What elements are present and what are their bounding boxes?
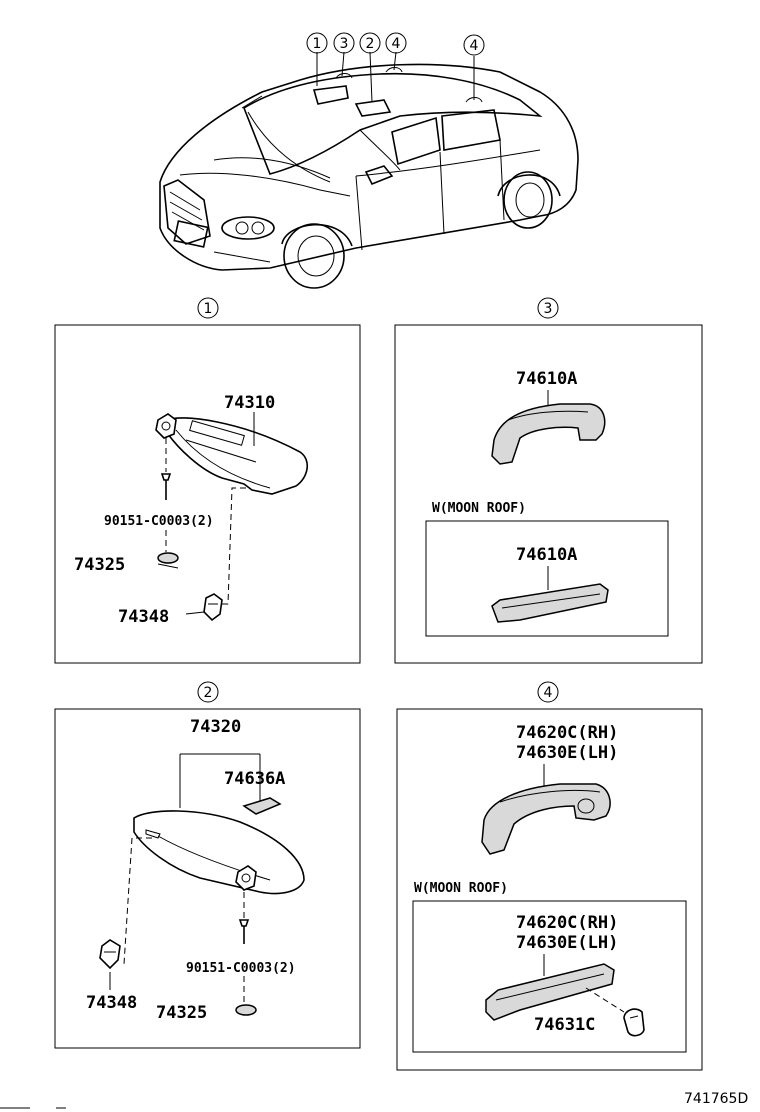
label-74325-p2: 74325 <box>156 1003 207 1023</box>
roof-visor-lh-mark <box>354 99 392 117</box>
panel-2-sun-visor-lh[interactable] <box>133 810 305 895</box>
label-74610a: 74610A <box>516 369 577 389</box>
callout-1[interactable]: 1 <box>306 32 328 54</box>
label-w-moon-roof-p4: W(MOON ROOF) <box>414 881 508 896</box>
panel-4-frame <box>396 708 703 1071</box>
label-74620c-rh: 74620C(RH) <box>516 723 618 743</box>
panel-1-visor-holder <box>203 593 223 622</box>
svg-text:2: 2 <box>366 36 375 52</box>
panel-1-screw <box>160 473 172 500</box>
panel-3-frame <box>394 324 703 664</box>
label-74320: 74320 <box>190 717 241 737</box>
panel-4-header: 4 <box>537 681 559 703</box>
svg-text:3: 3 <box>340 36 349 52</box>
callout-4b[interactable]: 4 <box>463 34 485 56</box>
label-74636a: 74636A <box>224 769 285 789</box>
panel-3-moon-roof-grip[interactable] <box>491 583 609 623</box>
panel-1-cover-line <box>157 563 179 569</box>
panel-4-moon-roof-frame <box>412 900 687 1053</box>
panel-3-assist-grip[interactable] <box>491 403 606 465</box>
panel-2-visor-holder <box>99 939 121 970</box>
callout-leaders <box>316 51 475 103</box>
svg-text:1: 1 <box>204 301 213 317</box>
sedan-illustration <box>159 63 579 289</box>
panel-1-visor-cover <box>157 552 179 564</box>
label-w-moon-roof-p3: W(MOON ROOF) <box>432 501 526 516</box>
label-74630e-lh: 74630E(LH) <box>516 743 618 763</box>
panel-4-assist-grip[interactable] <box>481 783 611 855</box>
panel-3-moon-roof-frame <box>425 520 669 637</box>
svg-text:3: 3 <box>544 301 553 317</box>
callout-group: 1 3 2 4 4 <box>306 32 485 56</box>
callout-2[interactable]: 2 <box>359 32 381 54</box>
label-74325-p1: 74325 <box>74 555 125 575</box>
svg-text:4: 4 <box>544 685 553 701</box>
panel-2-frame <box>54 708 361 1049</box>
label-74610a-moon: 74610A <box>516 545 577 565</box>
svg-text:1: 1 <box>313 36 322 52</box>
panel-4-hook-leader <box>585 987 625 1013</box>
label-90151-c0003-p1: 90151-C0003(2) <box>104 514 214 529</box>
svg-text:2: 2 <box>204 685 213 701</box>
roof-visor-rh-mark <box>312 85 349 105</box>
callout-3[interactable]: 3 <box>333 32 355 54</box>
panel-3-header: 3 <box>537 297 559 319</box>
label-74630e-lh-moon: 74630E(LH) <box>516 933 618 953</box>
label-90151-c0003-p2: 90151-C0003(2) <box>186 961 296 976</box>
panel-1-holder-line <box>185 611 205 615</box>
panel-1-frame <box>54 324 361 664</box>
label-74631c: 74631C <box>534 1015 595 1035</box>
panel-2-visor-cover <box>235 1004 257 1016</box>
panel-1-holder-leader <box>220 487 246 605</box>
panel-1-sun-visor-rh[interactable] <box>167 417 308 495</box>
panel-2-holder-leader <box>123 837 152 965</box>
label-74348-p2: 74348 <box>86 993 137 1013</box>
panel-2-screw <box>238 919 250 944</box>
label-74348-p1: 74348 <box>118 607 169 627</box>
svg-text:4: 4 <box>470 38 479 54</box>
panel-2-header: 2 <box>197 681 219 703</box>
label-74620c-rh-moon: 74620C(RH) <box>516 913 618 933</box>
panel-2-visor-bracket <box>235 865 257 891</box>
panel-1-visor-bracket <box>155 413 177 439</box>
svg-text:4: 4 <box>392 36 401 52</box>
panel-1-header: 1 <box>197 297 219 319</box>
panel-4-moon-roof-grip[interactable] <box>485 963 615 1021</box>
label-74310: 74310 <box>224 393 275 413</box>
panel-4-grip-hook <box>623 1008 645 1037</box>
callout-4a[interactable]: 4 <box>385 32 407 54</box>
panel-2-vanity-lamp <box>242 797 282 815</box>
panel-2-visor-bracket-line <box>179 753 261 808</box>
diagram-code: 741765D <box>684 1091 748 1107</box>
